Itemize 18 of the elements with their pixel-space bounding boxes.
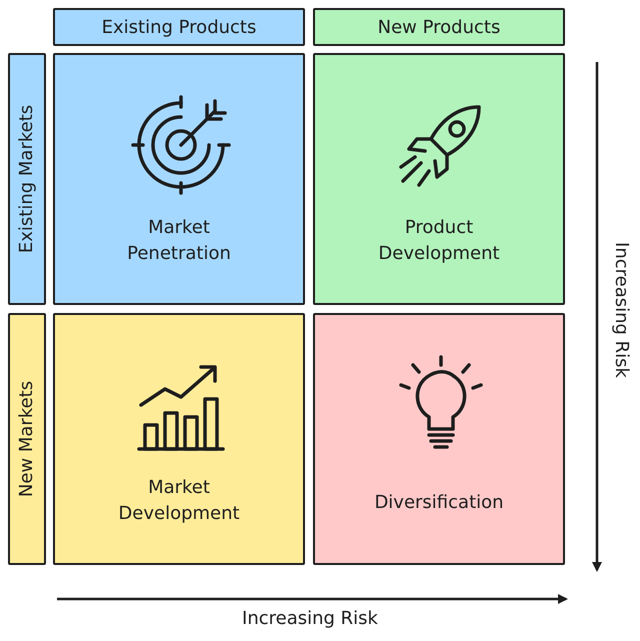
row-header bbox=[8, 313, 46, 565]
quadrant-box bbox=[313, 53, 565, 305]
axis-label: Increasing Risk bbox=[610, 242, 634, 378]
row-header bbox=[8, 53, 46, 305]
column-header bbox=[313, 8, 565, 46]
header-label: New Markets bbox=[14, 380, 38, 498]
axis-label: Increasing Risk bbox=[242, 606, 378, 631]
quadrant-box bbox=[53, 53, 305, 305]
header-label: New Products bbox=[376, 16, 502, 40]
quadrant-box bbox=[53, 313, 305, 565]
column-header bbox=[53, 8, 305, 46]
quadrant-title: Product Development bbox=[377, 216, 501, 266]
quadrant-title: Diversification bbox=[373, 491, 505, 515]
header-label: Existing Products bbox=[100, 16, 258, 40]
quadrant-title: Market Development bbox=[117, 476, 241, 526]
quadrant-title: Market Penetration bbox=[126, 216, 232, 266]
header-label: Existing Markets bbox=[14, 104, 38, 254]
quadrant-box bbox=[313, 313, 565, 565]
